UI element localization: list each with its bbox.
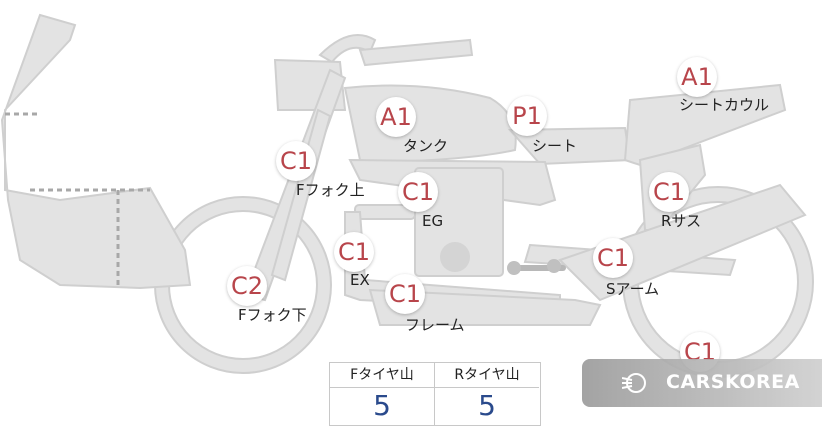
brand-watermark: CARSKOREA <box>582 359 822 407</box>
label-frame: フレーム <box>405 316 465 334</box>
brand-name: CARSKOREA <box>666 371 800 393</box>
badge-s-arm: C1 <box>593 238 633 278</box>
badge-seat-cowl: A1 <box>677 57 717 97</box>
badge-eg: C1 <box>398 172 438 212</box>
badge-ex: C1 <box>334 232 374 272</box>
table-divider <box>434 363 435 425</box>
badge-tank: A1 <box>376 97 416 137</box>
badge-seat: P1 <box>507 96 547 136</box>
label-seat: シート <box>532 137 578 155</box>
label-ex: EX <box>350 271 370 289</box>
brand-logo-icon <box>622 373 646 393</box>
label-tank: タンク <box>403 137 449 155</box>
front-fairing <box>0 13 192 290</box>
front-tread-value: 5 <box>373 389 391 422</box>
rear-tread-value: 5 <box>478 389 496 422</box>
badge-r-sus: C1 <box>649 172 689 212</box>
rear-tread-header: Rタイヤ山 <box>435 363 539 388</box>
label-eg: EG <box>422 212 444 230</box>
label-s-arm: Sアーム <box>606 280 660 298</box>
label-f-fork-lower: Fフォク下 <box>238 306 307 324</box>
badge-f-fork-lower: C2 <box>227 266 267 306</box>
label-r-sus: Rサス <box>661 212 702 230</box>
tire-tread-table: Fタイヤ山 Rタイヤ山 5 5 <box>329 362 541 426</box>
label-seat-cowl: シートカウル <box>679 96 770 114</box>
label-f-fork-upper: Fフォク上 <box>296 181 365 199</box>
badge-frame: C1 <box>385 274 425 314</box>
badge-f-fork-upper: C1 <box>276 141 316 181</box>
front-tread-header: Fタイヤ山 <box>330 363 434 388</box>
